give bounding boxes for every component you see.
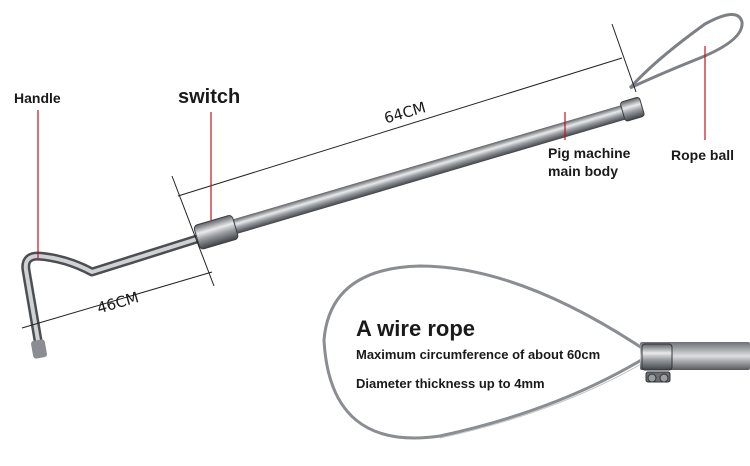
detail-thickness: Diameter thickness up to 4mm bbox=[356, 376, 545, 391]
rope-ball-label: Rope ball bbox=[671, 147, 735, 163]
switch-collar bbox=[193, 215, 239, 250]
dimension-line-long bbox=[171, 23, 637, 287]
switch-label: switch bbox=[178, 86, 241, 108]
wire-rope-detail bbox=[322, 264, 750, 440]
tube-tip-collar bbox=[620, 96, 645, 122]
main-tube bbox=[214, 102, 639, 239]
detail-circumference: Maximum circumference of about 60cm bbox=[356, 347, 601, 362]
detail-title: A wire rope bbox=[356, 316, 475, 341]
leader-lines bbox=[37, 46, 706, 258]
dimension-line-short bbox=[21, 271, 213, 329]
main-body-label: Pig machine main body bbox=[548, 145, 631, 179]
rope-ball-loop bbox=[628, 13, 744, 90]
handle-label: Handle bbox=[14, 90, 61, 106]
